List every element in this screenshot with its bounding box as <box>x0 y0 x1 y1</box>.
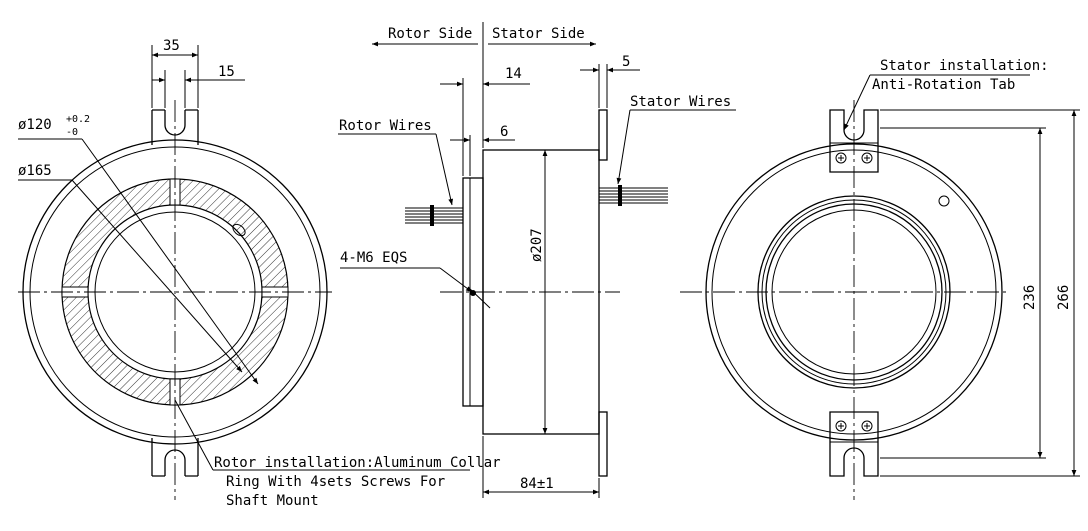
right-back-view: Stator installation: Anti-Rotation Tab 2… <box>680 58 1080 500</box>
dia-207-label: ø207 <box>529 228 545 262</box>
dia-165-label: ø165 <box>18 163 52 179</box>
stator-tab-bottom <box>598 411 608 477</box>
rotor-wires-bundle: Rotor Wires <box>338 118 463 226</box>
dim-6-label: 6 <box>500 124 508 140</box>
stator-install-line2: Anti-Rotation Tab <box>872 77 1015 93</box>
rotor-install-line1: Rotor installation:Aluminum Collar <box>214 455 501 471</box>
dim-207: ø207 <box>529 150 548 434</box>
dim-6: 6 <box>450 124 515 176</box>
rotor-install-line3: Shaft Mount <box>226 493 319 509</box>
left-front-view: 35 15 ø120 +0.2 -0 ø165 Rotor installati… <box>18 38 501 509</box>
dim-14: 14 <box>440 66 530 176</box>
dim-236-266: 236 266 <box>880 109 1080 477</box>
tol-minus-label: -0 <box>66 127 78 138</box>
dia-120-callout: ø120 +0.2 -0 <box>18 114 259 385</box>
dim-35-label: 35 <box>163 38 180 54</box>
stator-install-line1: Stator installation: <box>880 58 1049 74</box>
dia-165-callout: ø165 <box>18 163 243 373</box>
dim-5: 5 <box>580 54 640 108</box>
side-view: Rotor Side Stator Side Rotor Wires <box>338 22 736 498</box>
tol-plus-label: +0.2 <box>66 114 90 125</box>
dim-35-15: 35 15 <box>151 38 245 108</box>
dim-84: 84±1 <box>482 436 600 498</box>
dia-120-label: ø120 <box>18 117 52 133</box>
rotor-side-label: Rotor Side <box>388 26 472 42</box>
stator-tab-top <box>598 109 608 161</box>
stator-side-label: Stator Side <box>492 26 585 42</box>
stator-install-callout: Stator installation: Anti-Rotation Tab <box>843 58 1049 131</box>
dim-84-label: 84±1 <box>520 476 554 492</box>
m6-label: 4-M6 EQS <box>340 250 407 266</box>
rotor-wires-label: Rotor Wires <box>339 118 432 134</box>
m6-callout: 4-M6 EQS <box>340 250 491 309</box>
stator-wires-bundle: Stator Wires <box>599 94 736 206</box>
dim-15-label: 15 <box>218 64 235 80</box>
dim-266-label: 266 <box>1056 285 1072 310</box>
collar-hole <box>232 223 246 237</box>
dim-236-label: 236 <box>1022 285 1038 310</box>
rotor-install-line2: Ring With 4sets Screws For <box>226 474 445 490</box>
stator-wires-label: Stator Wires <box>630 94 731 110</box>
rotor-install-callout: Rotor installation:Aluminum Collar Ring … <box>174 399 501 509</box>
stator-pin-hole <box>938 195 950 207</box>
dim-14-label: 14 <box>505 66 522 82</box>
dim-5-label: 5 <box>622 54 630 70</box>
